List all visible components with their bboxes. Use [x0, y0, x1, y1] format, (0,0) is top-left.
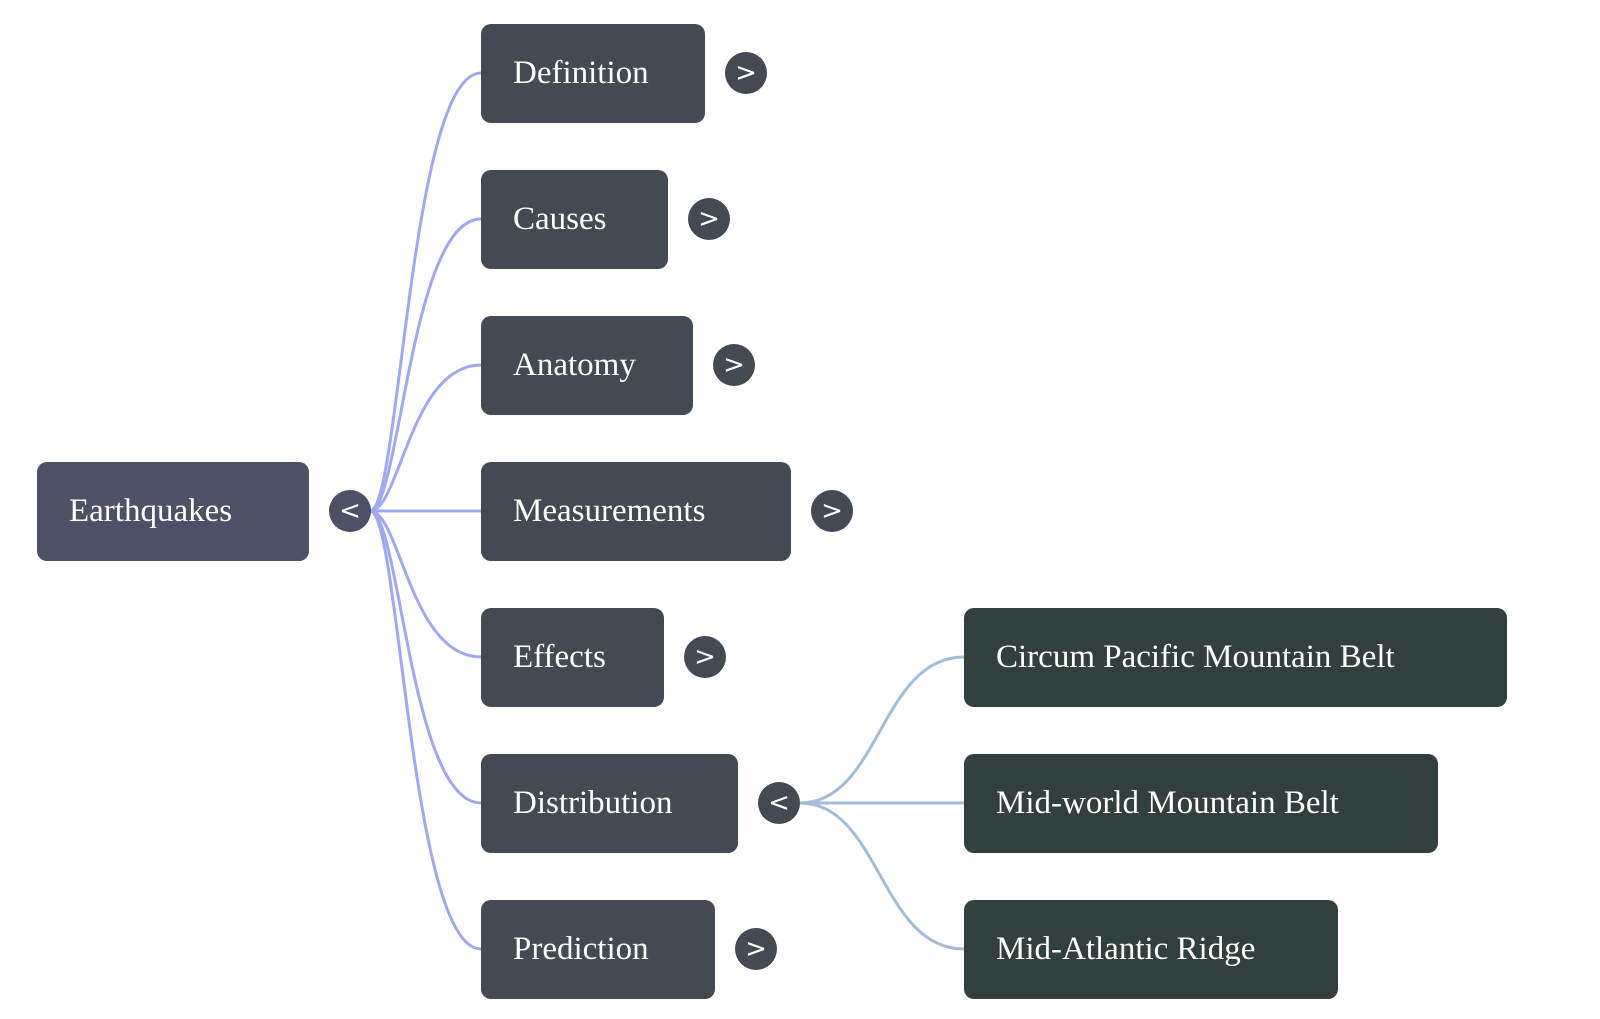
expand-toggle-prediction[interactable]: >	[735, 928, 777, 970]
topic-label: Prediction	[513, 931, 649, 967]
root-node-label: Earthquakes	[69, 493, 233, 529]
root-node-earthquakes[interactable]: Earthquakes	[37, 462, 309, 561]
connector-root-to-topic	[369, 509, 482, 951]
collapse-toggle-root[interactable]: <	[329, 490, 371, 532]
topic-label: Distribution	[513, 785, 673, 821]
topic-node-anatomy[interactable]: Anatomy	[481, 316, 693, 415]
topic-label: Effects	[513, 639, 606, 675]
connector-distribution-to-subtopic	[799, 655, 965, 805]
connector-root-to-topic	[369, 363, 482, 513]
topic-node-measurements[interactable]: Measurements	[481, 462, 791, 561]
connector-distribution-to-subtopic	[799, 801, 965, 951]
chevron-right-icon: >	[694, 642, 716, 672]
topic-node-effects[interactable]: Effects	[481, 608, 664, 707]
connector-root-to-topic	[369, 509, 482, 659]
topic-label: Causes	[513, 201, 607, 237]
chevron-left-icon: <	[768, 788, 790, 818]
connector-root-to-topic	[369, 71, 482, 513]
connector-root-to-topic	[369, 217, 482, 513]
topic-node-prediction[interactable]: Prediction	[481, 900, 715, 999]
topic-node-definition[interactable]: Definition	[481, 24, 705, 123]
subtopic-node-mid-world[interactable]: Mid-world Mountain Belt	[964, 754, 1438, 853]
chevron-right-icon: >	[821, 496, 843, 526]
subtopic-label: Mid-Atlantic Ridge	[996, 931, 1256, 967]
expand-toggle-effects[interactable]: >	[684, 636, 726, 678]
chevron-right-icon: >	[745, 934, 767, 964]
collapse-toggle-distribution[interactable]: <	[758, 782, 800, 824]
expand-toggle-measurements[interactable]: >	[811, 490, 853, 532]
expand-toggle-anatomy[interactable]: >	[713, 344, 755, 386]
chevron-right-icon: >	[698, 204, 720, 234]
topic-label: Anatomy	[513, 347, 636, 383]
subtopic-label: Mid-world Mountain Belt	[996, 785, 1339, 821]
expand-toggle-definition[interactable]: >	[725, 52, 767, 94]
topic-node-distribution[interactable]: Distribution	[481, 754, 738, 853]
subtopic-node-mid-atlantic[interactable]: Mid-Atlantic Ridge	[964, 900, 1338, 999]
chevron-right-icon: >	[723, 350, 745, 380]
connector-root-to-topic	[369, 509, 482, 805]
expand-toggle-causes[interactable]: >	[688, 198, 730, 240]
subtopic-label: Circum Pacific Mountain Belt	[996, 639, 1395, 675]
topic-label: Measurements	[513, 493, 706, 529]
chevron-left-icon: <	[339, 496, 361, 526]
subtopic-node-circum-pacific[interactable]: Circum Pacific Mountain Belt	[964, 608, 1507, 707]
topic-label: Definition	[513, 55, 649, 91]
topic-node-causes[interactable]: Causes	[481, 170, 668, 269]
chevron-right-icon: >	[735, 58, 757, 88]
